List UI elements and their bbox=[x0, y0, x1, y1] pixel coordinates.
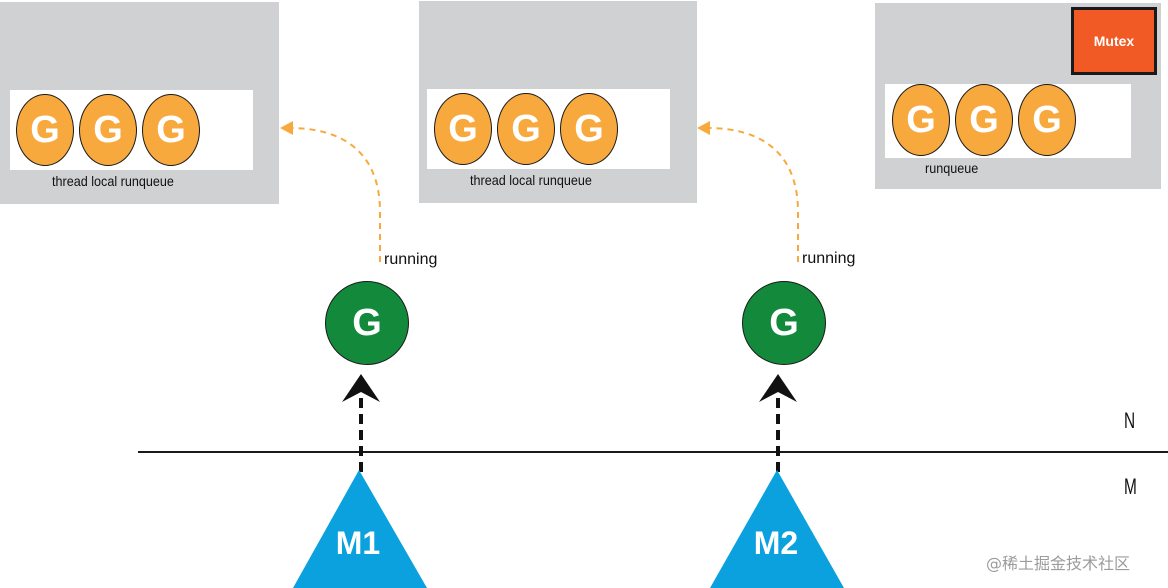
layer-label-m: M bbox=[1124, 474, 1137, 499]
machine-2-arrowhead bbox=[759, 374, 797, 402]
processor-2-queue-label: thread local runqueue bbox=[470, 172, 592, 188]
processor-2-queued-goroutine: G bbox=[434, 93, 492, 165]
watermark: @稀土掘金技术社区 bbox=[986, 554, 1131, 573]
running-goroutine-1: G bbox=[325, 281, 409, 365]
global-queued-goroutine: G bbox=[892, 84, 950, 156]
machine-1-arrowhead bbox=[342, 374, 380, 402]
handoff-arrow-2 bbox=[707, 127, 799, 262]
global-queued-goroutine: G bbox=[955, 84, 1013, 156]
machine-2-label: M2 bbox=[753, 525, 799, 561]
processor-2-queued-goroutine: G bbox=[497, 93, 555, 165]
global-queue-label: runqueue bbox=[925, 160, 979, 176]
processor-1-queued-goroutine: G bbox=[142, 94, 200, 166]
processor-1-queued-goroutine: G bbox=[16, 94, 74, 166]
running-label-1: running bbox=[384, 251, 438, 268]
mutex-lock: Mutex bbox=[1071, 7, 1157, 75]
machine-2-triangle bbox=[710, 470, 844, 588]
handoff-arrow-1 bbox=[289, 127, 381, 262]
processor-1-queued-goroutine: G bbox=[79, 94, 137, 166]
machine-1-triangle bbox=[293, 470, 427, 588]
running-label-2: running bbox=[802, 250, 856, 267]
processor-2-queued-goroutine: G bbox=[560, 93, 618, 165]
global-queued-goroutine: G bbox=[1018, 84, 1076, 156]
handoff-arrowhead-1 bbox=[280, 121, 293, 135]
running-goroutine-2: G bbox=[742, 281, 826, 365]
layer-label-n: N bbox=[1124, 408, 1136, 433]
machine-1-label: M1 bbox=[335, 525, 381, 561]
processor-1-queue-label: thread local runqueue bbox=[52, 173, 174, 189]
handoff-arrowhead-2 bbox=[697, 121, 710, 135]
